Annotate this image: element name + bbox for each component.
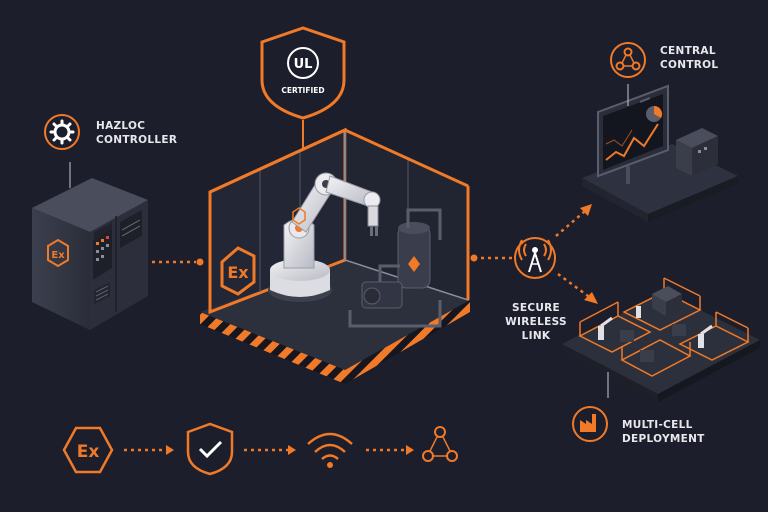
flow-arrow-2 [244, 445, 296, 455]
wireless-antenna-icon [515, 238, 555, 278]
flow-ex-mark-icon: Ex [64, 428, 112, 472]
flow-wifi-icon [308, 434, 352, 468]
hazardous-work-cell: Ex [200, 130, 470, 384]
central-control-workstation [582, 86, 738, 222]
bottom-flow: Ex [64, 424, 457, 474]
svg-text:Ex: Ex [227, 263, 249, 282]
gear-icon [45, 115, 79, 149]
svg-text:Ex: Ex [77, 442, 100, 462]
ul-logo-text: UL [294, 57, 313, 72]
hazloc-controller-label: HAZLOC CONTROLLER [96, 119, 177, 147]
secure-wireless-link-label: SECURE WIRELESS LINK [488, 301, 584, 343]
central-control-label: CENTRAL CONTROL [660, 44, 718, 72]
flow-arrow-3 [366, 445, 414, 455]
flow-network-icon [423, 427, 457, 461]
flow-arrow-1 [124, 445, 174, 455]
ul-certified-badge: UL CERTIFIED [262, 28, 344, 118]
network-node-icon [611, 43, 645, 77]
factory-icon [573, 407, 607, 441]
svg-text:Ex: Ex [51, 250, 65, 261]
multi-cell-deployment-label: MULTI-CELL DEPLOYMENT [622, 418, 705, 446]
certified-text: CERTIFIED [281, 86, 324, 95]
hazloc-controller-cabinet: Ex [32, 178, 148, 330]
flow-shield-check-icon [188, 424, 232, 474]
